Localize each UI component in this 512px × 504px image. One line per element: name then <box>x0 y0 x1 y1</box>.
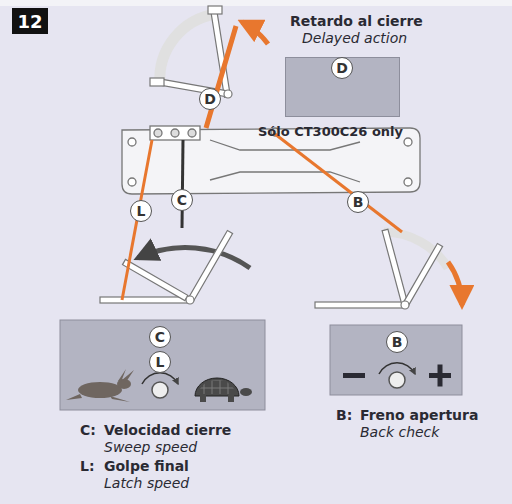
callout-letter: D <box>331 57 353 79</box>
caption-text: C: <box>80 422 96 438</box>
node-text: B <box>353 194 364 210</box>
callout-letter: B <box>386 331 408 353</box>
plus-symbol <box>429 365 451 387</box>
node-text: 12 <box>17 11 42 32</box>
callout-letter: D <box>199 88 221 110</box>
caption-text: Back check <box>360 424 439 440</box>
node-text: L <box>137 203 146 219</box>
callout-letter: C <box>149 326 171 348</box>
node-text: Retardo al cierre <box>290 13 423 29</box>
caption-text: Latch speed <box>104 475 189 491</box>
node-text: L <box>156 354 165 370</box>
node-text: Delayed action <box>302 30 407 46</box>
turtle-symbol <box>195 378 252 402</box>
callout-letter: L <box>149 351 171 373</box>
caption-text: Freno apertura <box>360 407 478 423</box>
caption-text: L: <box>80 458 95 474</box>
callout-letter: B <box>347 191 369 213</box>
backcheck-panel <box>330 325 462 395</box>
caption-text: Velocidad cierre <box>104 422 231 438</box>
minus-symbol <box>343 373 365 378</box>
caption-text: Sólo CT300C26 only <box>258 124 403 139</box>
delay-panel: Retardo al cierreDelayed actionD <box>285 57 400 117</box>
page-number: 12 <box>12 8 48 34</box>
caption-text: Golpe final <box>104 458 189 474</box>
node-text: C <box>155 329 165 345</box>
node-text: D <box>204 91 216 107</box>
hare-symbol <box>66 369 134 402</box>
node-text: B <box>392 334 403 350</box>
caption-text: B: <box>336 407 352 423</box>
caption-text: Sweep speed <box>104 439 197 455</box>
speed-panel <box>60 320 265 410</box>
node-text: C <box>177 192 187 208</box>
callout-letter: L <box>130 200 152 222</box>
node-text: D <box>336 60 348 76</box>
callout-letter: C <box>171 189 193 211</box>
